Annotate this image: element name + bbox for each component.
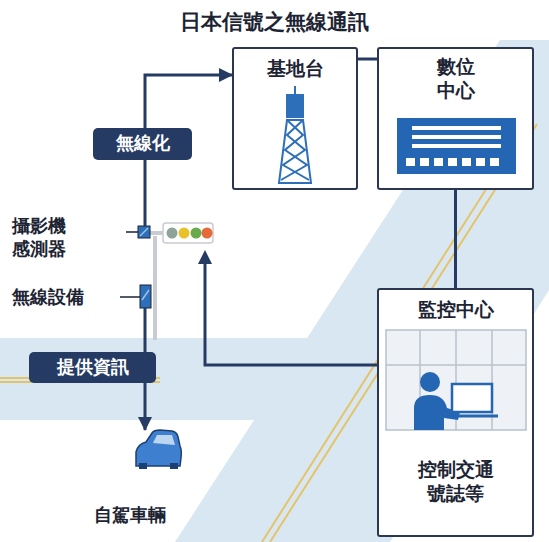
car-wheel <box>170 463 178 469</box>
control-arrow <box>205 262 377 365</box>
vehicle-caption: 自駕車輛 <box>75 504 185 527</box>
car-body <box>136 430 181 466</box>
wireless-device <box>140 285 151 308</box>
connector <box>358 58 377 61</box>
light-housing <box>163 223 213 243</box>
leader-line <box>126 231 138 233</box>
monitor-box: 監控中心控制交通 號誌等 <box>377 288 534 537</box>
center-box: 數位 中心 <box>377 47 534 190</box>
leader-line <box>120 296 140 298</box>
cross-road <box>0 338 380 420</box>
connector <box>144 383 147 430</box>
part-label: 無線設備 <box>12 285 122 308</box>
car-window <box>153 435 175 445</box>
box-heading: 基地台 <box>234 57 356 81</box>
tag-text: 提供資訊 <box>29 356 156 379</box>
light-pole <box>153 236 157 340</box>
connector <box>145 75 232 128</box>
car-icon <box>136 430 181 469</box>
diagram-title: 日本信號之無線通訊 <box>0 8 549 36</box>
box-body: 控制交通 號誌等 <box>412 458 499 506</box>
tag-box: 無線化 <box>93 128 192 160</box>
light-lamp <box>191 228 202 239</box>
box-heading: 數位 中心 <box>433 55 478 103</box>
wire <box>144 308 147 352</box>
car-wheel <box>139 463 147 469</box>
tag-text: 無線化 <box>93 132 192 155</box>
wire <box>144 160 147 226</box>
stop-line <box>0 332 170 335</box>
camera-sensor <box>138 226 150 238</box>
hatch <box>140 228 148 236</box>
light-lamp <box>179 228 190 239</box>
tag-box: 提供資訊 <box>29 352 156 383</box>
vehicle-node: 自駕車輛 <box>75 430 185 530</box>
traffic-light <box>120 160 213 352</box>
box-heading: 監控中心 <box>379 298 532 322</box>
light-arm <box>150 231 165 235</box>
connector <box>454 190 457 288</box>
main-road <box>175 40 549 542</box>
station-box: 基地台 <box>232 47 358 190</box>
arrow-head <box>198 250 212 264</box>
light-lamp <box>167 228 178 239</box>
part-label: 攝影機 感測器 <box>12 214 76 261</box>
hatch <box>142 290 149 300</box>
stop-line <box>20 424 240 427</box>
light-lamp <box>202 228 213 239</box>
